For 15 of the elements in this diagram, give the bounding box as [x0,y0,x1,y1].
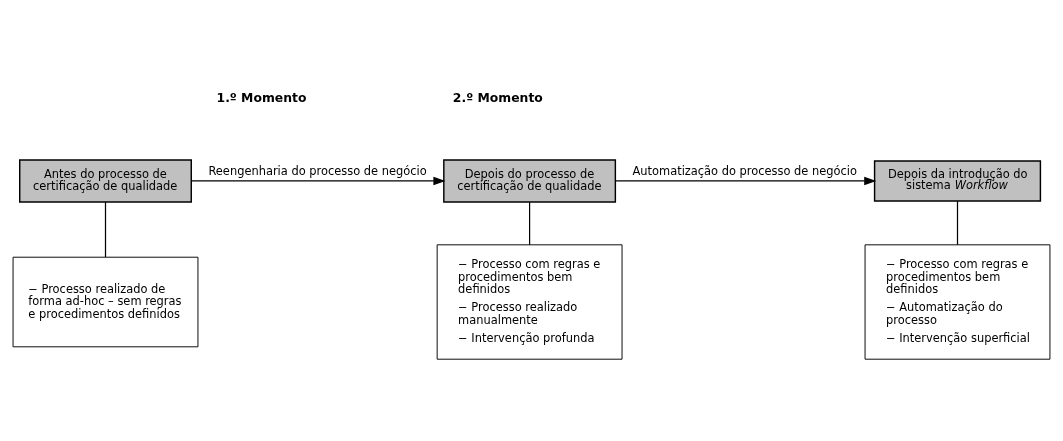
node-box: − Processo com regras e procedimentos bem definidos − Automatização do processo − Intervenção superficial [864,243,1051,360]
node-box: Depois do processo de certificação de qualidade [443,158,617,203]
arrow [614,176,877,185]
node-box: Antes do processo de certificação de qualidade [19,158,192,203]
node-box: Depois da introdução do sistema Workflow [873,159,1042,202]
label: 1.º Momento [216,90,307,105]
label: 2.º Momento [452,90,543,105]
edge-label: Reengenharia do processo de negócio [208,163,427,178]
connector [956,199,959,245]
node-box: − Processo com regras e procedimentos bem definidos − Processo realizado manualmente − Intervenção profunda [436,243,623,360]
edge-label: Automatização do processo de negócio [632,163,857,178]
arrow [190,176,446,185]
node-box: − Processo realizado de forma ad-hoc – sem regras e procedimentos definidos [12,256,199,347]
connector [104,201,107,258]
connector [528,201,531,245]
